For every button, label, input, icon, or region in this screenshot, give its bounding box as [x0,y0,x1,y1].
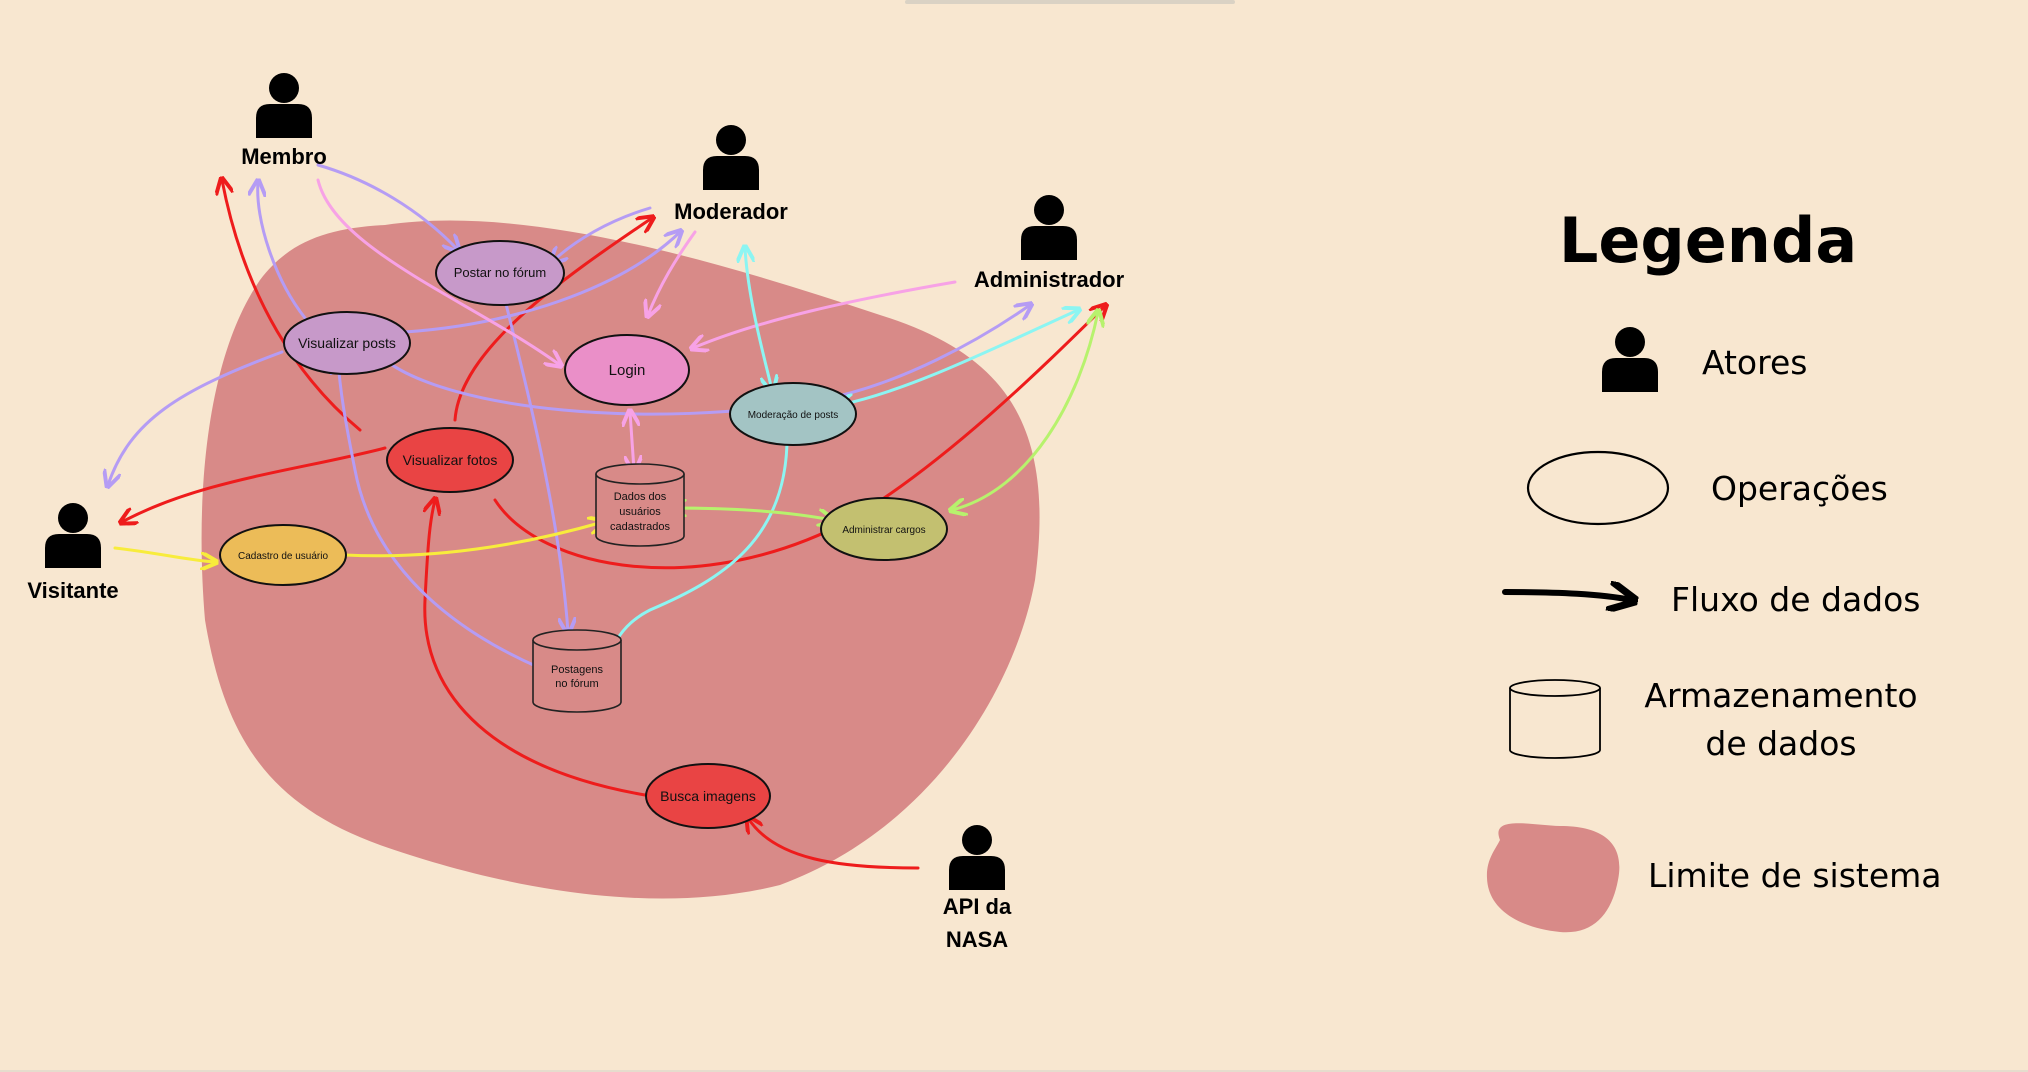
person-icon [45,503,101,568]
operation-label: Login [609,362,646,379]
operation-cadastro-usuario[interactable]: Cadastro de usuário [219,524,347,586]
operation-visualizar-fotos[interactable]: Visualizar fotos [386,427,514,493]
flow-visualizar-posts-membro [258,182,307,320]
legend-label-operacoes: Operações [1711,469,1888,508]
legend-label-armazenamento-line2: de dados [1705,724,1856,763]
operation-label: Administrar cargos [842,525,925,536]
flow-visualizar-posts-moderador [403,232,680,334]
flow-visitante-cadastro [113,546,215,562]
actor-administrador[interactable]: Administrador [974,195,1125,292]
operation-busca-imagens[interactable]: Busca imagens [645,763,771,829]
flow-api-busca-imagens [748,818,920,870]
legend-operation-icon [1526,450,1670,526]
legend-label-fluxo: Fluxo de dados [1671,580,1921,619]
top-shadow [905,0,1235,4]
store-postagens-forum[interactable]: Postagens no fórum [532,629,622,713]
legend-actor-icon [1602,327,1658,392]
operation-label: Visualizar posts [298,335,396,351]
flow-membro-login [316,178,560,365]
operation-administrar-cargos[interactable]: Administrar cargos [820,497,948,561]
store-label-line1: Postagens [551,664,603,676]
actor-label: Membro [241,144,327,169]
flow-membro-postar [316,163,458,250]
flow-moderador-postar [552,206,652,262]
flow-administrar-cargos-dados [672,508,832,520]
operation-label: Busca imagens [660,788,756,804]
legend: Legenda Atores Operações Fluxo de dados … [1486,204,1942,933]
operation-label: Cadastro de usuário [238,551,328,562]
actor-label-line2: NASA [946,927,1008,952]
flow-busca-imagens-visualizar-fotos [425,500,647,797]
person-icon [949,825,1005,890]
bottom-border [0,1070,2028,1072]
person-icon [703,125,759,190]
operation-label: Postar no fórum [454,265,547,280]
store-label-line2: no fórum [555,678,598,690]
actor-label: Administrador [974,267,1125,292]
actor-visitante[interactable]: Visitante [27,503,119,603]
flow-postagens-visualizar-posts [338,360,542,670]
actor-moderador[interactable]: Moderador [674,125,788,224]
store-label-line2: usuários [619,506,661,518]
person-icon [1021,195,1077,260]
actor-label: Visitante [27,578,118,603]
flow-visualizar-posts-visitante [108,350,284,485]
actor-membro[interactable]: Membro [241,73,327,169]
operation-visualizar-posts[interactable]: Visualizar posts [283,311,411,375]
operation-login[interactable]: Login [564,334,690,406]
actor-api-nasa[interactable]: API da NASA [943,825,1012,952]
operation-postar-forum[interactable]: Postar no fórum [435,240,565,306]
flow-cadastro-dados [343,522,603,558]
flow-postar-postagens [503,298,568,632]
operation-label: Moderação de posts [748,410,839,421]
store-label-line1: Dados dos [614,491,667,503]
person-icon [256,73,312,138]
flow-moderador-login [648,230,697,315]
legend-storage-icon [1509,679,1601,759]
flow-visualizar-fotos-membro [222,180,362,432]
legend-label-limite: Limite de sistema [1648,856,1942,895]
store-label-line3: cadastrados [610,521,670,533]
legend-title: Legenda [1559,204,1857,277]
flow-administrador-administrar-cargos [952,312,1098,510]
flow-administrador-login [693,280,957,348]
legend-label-armazenamento-line1: Armazenamento [1644,676,1917,715]
operation-label: Visualizar fotos [403,452,498,468]
flow-moderador-moderacao [745,248,772,390]
legend-label-atores: Atores [1702,343,1807,382]
legend-flow-icon [1502,592,1632,600]
legend-boundary-icon [1486,823,1620,933]
actor-label: Moderador [674,199,788,224]
store-dados-usuarios[interactable]: Dados dos usuários cadastrados [595,463,685,547]
actor-label-line1: API da [943,894,1012,919]
operation-moderacao-posts[interactable]: Moderação de posts [729,382,857,446]
